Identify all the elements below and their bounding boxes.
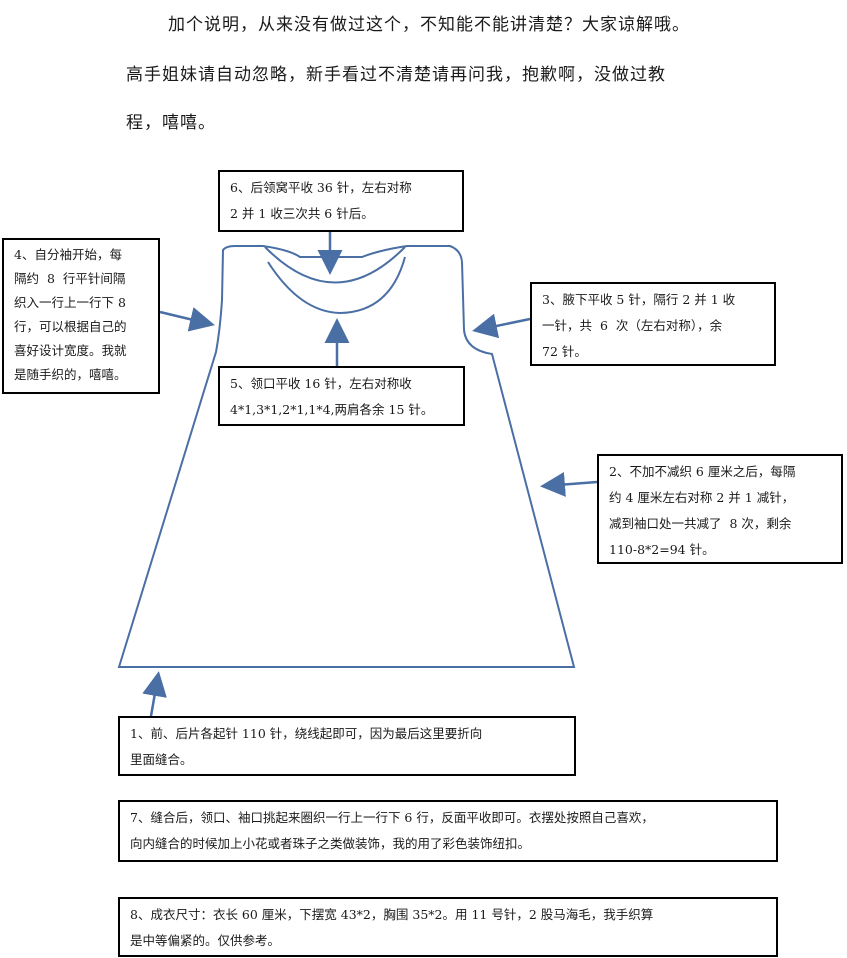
intro-line-3: 程，嘻嘻。: [126, 113, 216, 133]
note-8-line-2: 是中等偏紧的。仅供参考。: [130, 933, 281, 948]
note-7-line-2: 向内缝合的时候加上小花或者珠子之类做装饰，我的用了彩色装饰纽扣。: [130, 836, 531, 851]
note-4-line-5: 喜好设计宽度。我就: [14, 343, 127, 358]
note-6-line-1: 6、后领窝平收 36 针，左右对称: [230, 180, 412, 195]
note-4-line-6: 是随手织的，嘻嘻。: [14, 367, 127, 382]
note-3-line-2: 一针，共 6 次（左右对称），余: [542, 318, 723, 333]
note-2-decrease: 2、不加不减织 6 厘米之后，每隔 约 4 厘米左右对称 2 并 1 减针， 减…: [597, 454, 843, 564]
note-6-line-2: 2 并 1 收三次共 6 针后。: [230, 206, 374, 221]
note-2-line-2: 约 4 厘米左右对称 2 并 1 减针，: [609, 490, 795, 505]
front-neckline: [267, 256, 406, 315]
garment-outline: [117, 245, 576, 668]
arrow-note-3: [472, 313, 531, 339]
note-4-sleeve: 4、自分袖开始，每 隔约 8 行平针间隔 织入一行上一行下 8 行，可以根据自己…: [2, 238, 160, 394]
note-3-underarm: 3、腋下平收 5 针，隔行 2 并 1 收 一针，共 6 次（左右对称），余 7…: [530, 282, 776, 366]
note-1-line-1: 1、前、后片各起针 110 针，绕线起即可，因为最后这里要折向: [130, 726, 483, 741]
note-5-line-1: 5、领口平收 16 针，左右对称收: [230, 376, 412, 391]
note-7-finishing: 7、缝合后，领口、袖口挑起来圈织一行上一行下 6 行，反面平收即可。衣摆处按照自…: [118, 800, 778, 862]
note-5-front-neck: 5、领口平收 16 针，左右对称收 4*1,3*1,2*1,1*4,两肩各余 1…: [218, 366, 465, 426]
arrow-note-2: [540, 472, 598, 497]
note-1-cast-on: 1、前、后片各起针 110 针，绕线起即可，因为最后这里要折向 里面缝合。: [118, 716, 576, 776]
note-7-line-1: 7、缝合后，领口、袖口挑起来圈织一行上一行下 6 行，反面平收即可。衣摆处按照自…: [130, 810, 654, 825]
back-neckline: [264, 246, 406, 284]
intro-line-1: 加个说明，从来没有做过这个，不知能不能讲清楚？大家谅解哦。: [168, 15, 690, 35]
note-8-size: 8、成衣尺寸：衣长 60 厘米，下摆宽 43*2，胸围 35*2。用 11 号针…: [118, 897, 778, 957]
note-1-line-2: 里面缝合。: [130, 752, 193, 767]
note-2-line-3: 减到袖口处一共减了 8 次，剩余: [609, 516, 792, 531]
note-2-line-1: 2、不加不减织 6 厘米之后，每隔: [609, 464, 796, 479]
note-3-line-3: 72 针。: [542, 344, 587, 359]
arrow-note-4: [159, 307, 215, 332]
note-3-line-1: 3、腋下平收 5 针，隔行 2 并 1 收: [542, 292, 736, 307]
note-2-line-4: 110-8*2=94 针。: [609, 542, 715, 557]
intro-line-2: 高手姐妹请自动忽略，新手看过不清楚请再问我，抱歉啊，没做过教: [126, 65, 666, 85]
note-4-line-4: 行，可以根据自己的: [14, 319, 127, 334]
note-6-back-neck: 6、后领窝平收 36 针，左右对称 2 并 1 收三次共 6 针后。: [218, 170, 464, 232]
note-8-line-1: 8、成衣尺寸：衣长 60 厘米，下摆宽 43*2，胸围 35*2。用 11 号针…: [130, 907, 654, 922]
note-5-line-2: 4*1,3*1,2*1,1*4,两肩各余 15 针。: [230, 402, 434, 417]
arrow-note-1: [142, 671, 167, 717]
note-4-line-1: 4、自分袖开始，每: [14, 247, 122, 262]
note-4-line-2: 隔约 8 行平针间隔: [14, 271, 126, 286]
note-4-line-3: 织入一行上一行下 8: [14, 295, 126, 310]
